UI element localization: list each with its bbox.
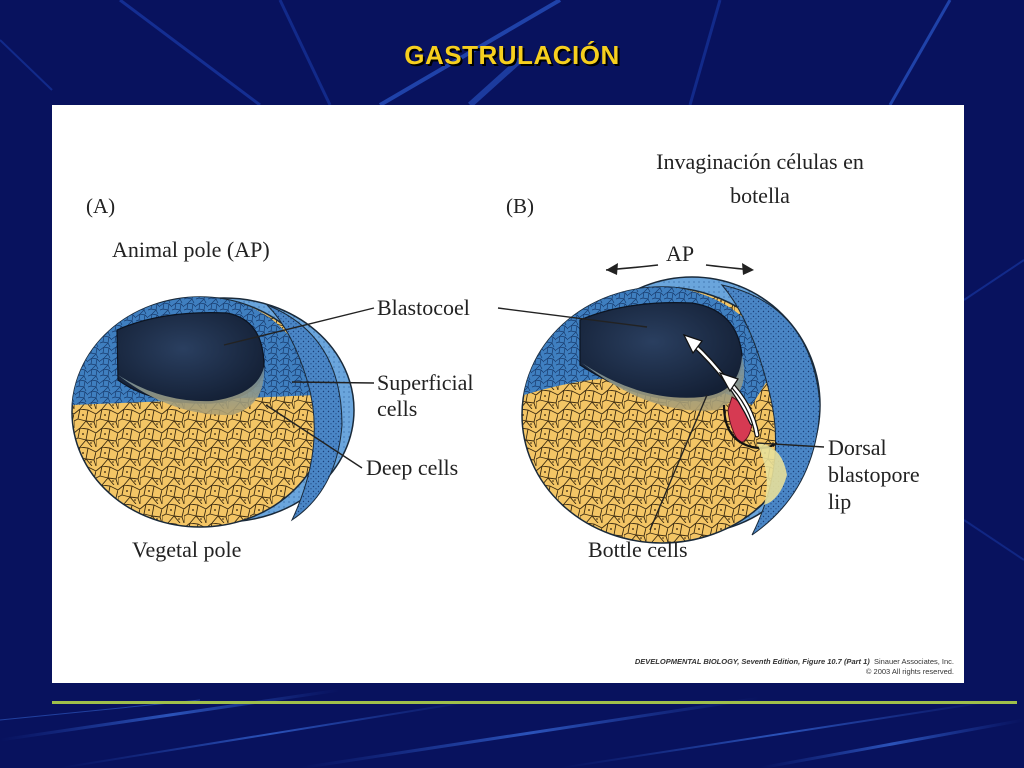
leader-lines-a — [223, 307, 375, 469]
caption-book: DEVELOPMENTAL BIOLOGY, Seventh Edition, … — [634, 657, 870, 666]
label-dorsal-2: blastopore — [828, 462, 920, 487]
label-blastocoel: Blastocoel — [377, 295, 470, 320]
embryo-b — [521, 276, 821, 544]
label-ap: AP — [666, 241, 694, 266]
footer-rule — [52, 701, 1017, 704]
label-superficial-cells-2: cells — [377, 396, 417, 421]
caption-copyright: © 2003 All rights reserved. — [865, 667, 954, 676]
subtitle-line-1: Invaginación células en — [656, 149, 864, 174]
subtitle-line-2: botella — [730, 183, 790, 208]
slide-title: GASTRULACIÓN — [404, 40, 620, 70]
label-vegetal-pole: Vegetal pole — [132, 537, 241, 562]
label-animal-pole: Animal pole (AP) — [112, 237, 270, 262]
caption-publisher: Sinauer Associates, Inc. — [873, 657, 954, 666]
panel-a-letter: (A) — [86, 194, 115, 218]
label-superficial-cells-1: Superficial — [377, 370, 474, 395]
figure-panel: Invaginación células en botella (A) (B) … — [52, 105, 964, 683]
figure-caption: DEVELOPMENTAL BIOLOGY, Seventh Edition, … — [534, 657, 954, 677]
leader-lines-b — [497, 307, 825, 531]
label-dorsal-1: Dorsal — [828, 435, 887, 460]
label-deep-cells: Deep cells — [366, 455, 458, 480]
label-dorsal-3: lip — [828, 489, 851, 514]
embryo-a — [71, 296, 355, 528]
panel-b-letter: (B) — [506, 194, 534, 218]
label-bottle-cells: Bottle cells — [588, 537, 688, 562]
gastrulation-diagram: Invaginación células en botella (A) (B) … — [71, 149, 920, 562]
